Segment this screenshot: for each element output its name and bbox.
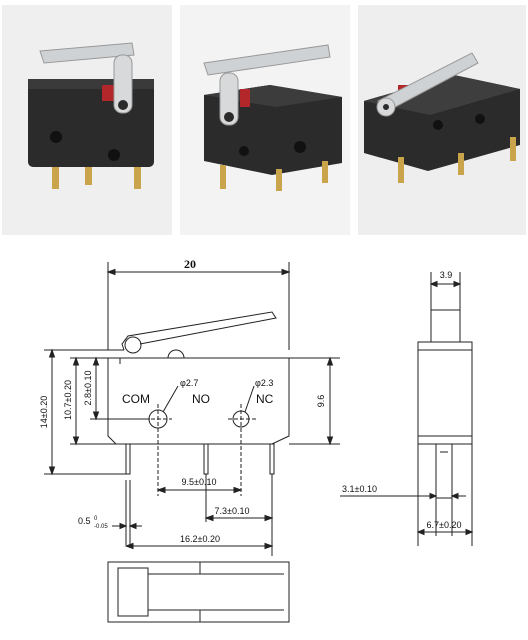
dim-side-term: 3.1±0.10 — [342, 484, 377, 494]
dim-side-width-bottom: 6.7±0.20 — [427, 520, 462, 530]
dim-hole-left: φ2.7 — [180, 378, 198, 388]
photo-tilted-view — [358, 5, 526, 235]
dim-height-right: 9.6 — [316, 395, 326, 408]
photo-side-view — [2, 5, 172, 235]
dim-terminal-thickness: 0.5 — [78, 516, 91, 526]
dim-height-body: 10.7±0.20 — [63, 380, 73, 420]
dimension-drawing: 20 φ2.7 φ2.3 COM NO NC — [0, 240, 528, 635]
dim-pitch-com-no: 9.5±0.10 — [182, 477, 217, 487]
dim-length-pins: 16.2±0.20 — [180, 534, 220, 544]
label-com: COM — [122, 392, 150, 406]
product-photos — [0, 0, 528, 240]
dim-height-hole: 2.8±0.10 — [83, 371, 93, 406]
dim-height-total: 14±0.20 — [39, 396, 49, 428]
dim-hole-right: φ2.3 — [255, 378, 273, 388]
dim-terminal-tol-upper: 0 — [94, 516, 98, 522]
dim-pitch-no-nc: 7.3±0.10 — [215, 506, 250, 516]
label-nc: NC — [256, 392, 274, 406]
dim-width-top: 20 — [184, 257, 196, 271]
photo-angled-view — [180, 5, 350, 235]
dim-terminal-tol: -0.05 — [94, 524, 108, 530]
label-no: NO — [192, 392, 210, 406]
dim-side-width-top: 3.9 — [440, 270, 453, 280]
